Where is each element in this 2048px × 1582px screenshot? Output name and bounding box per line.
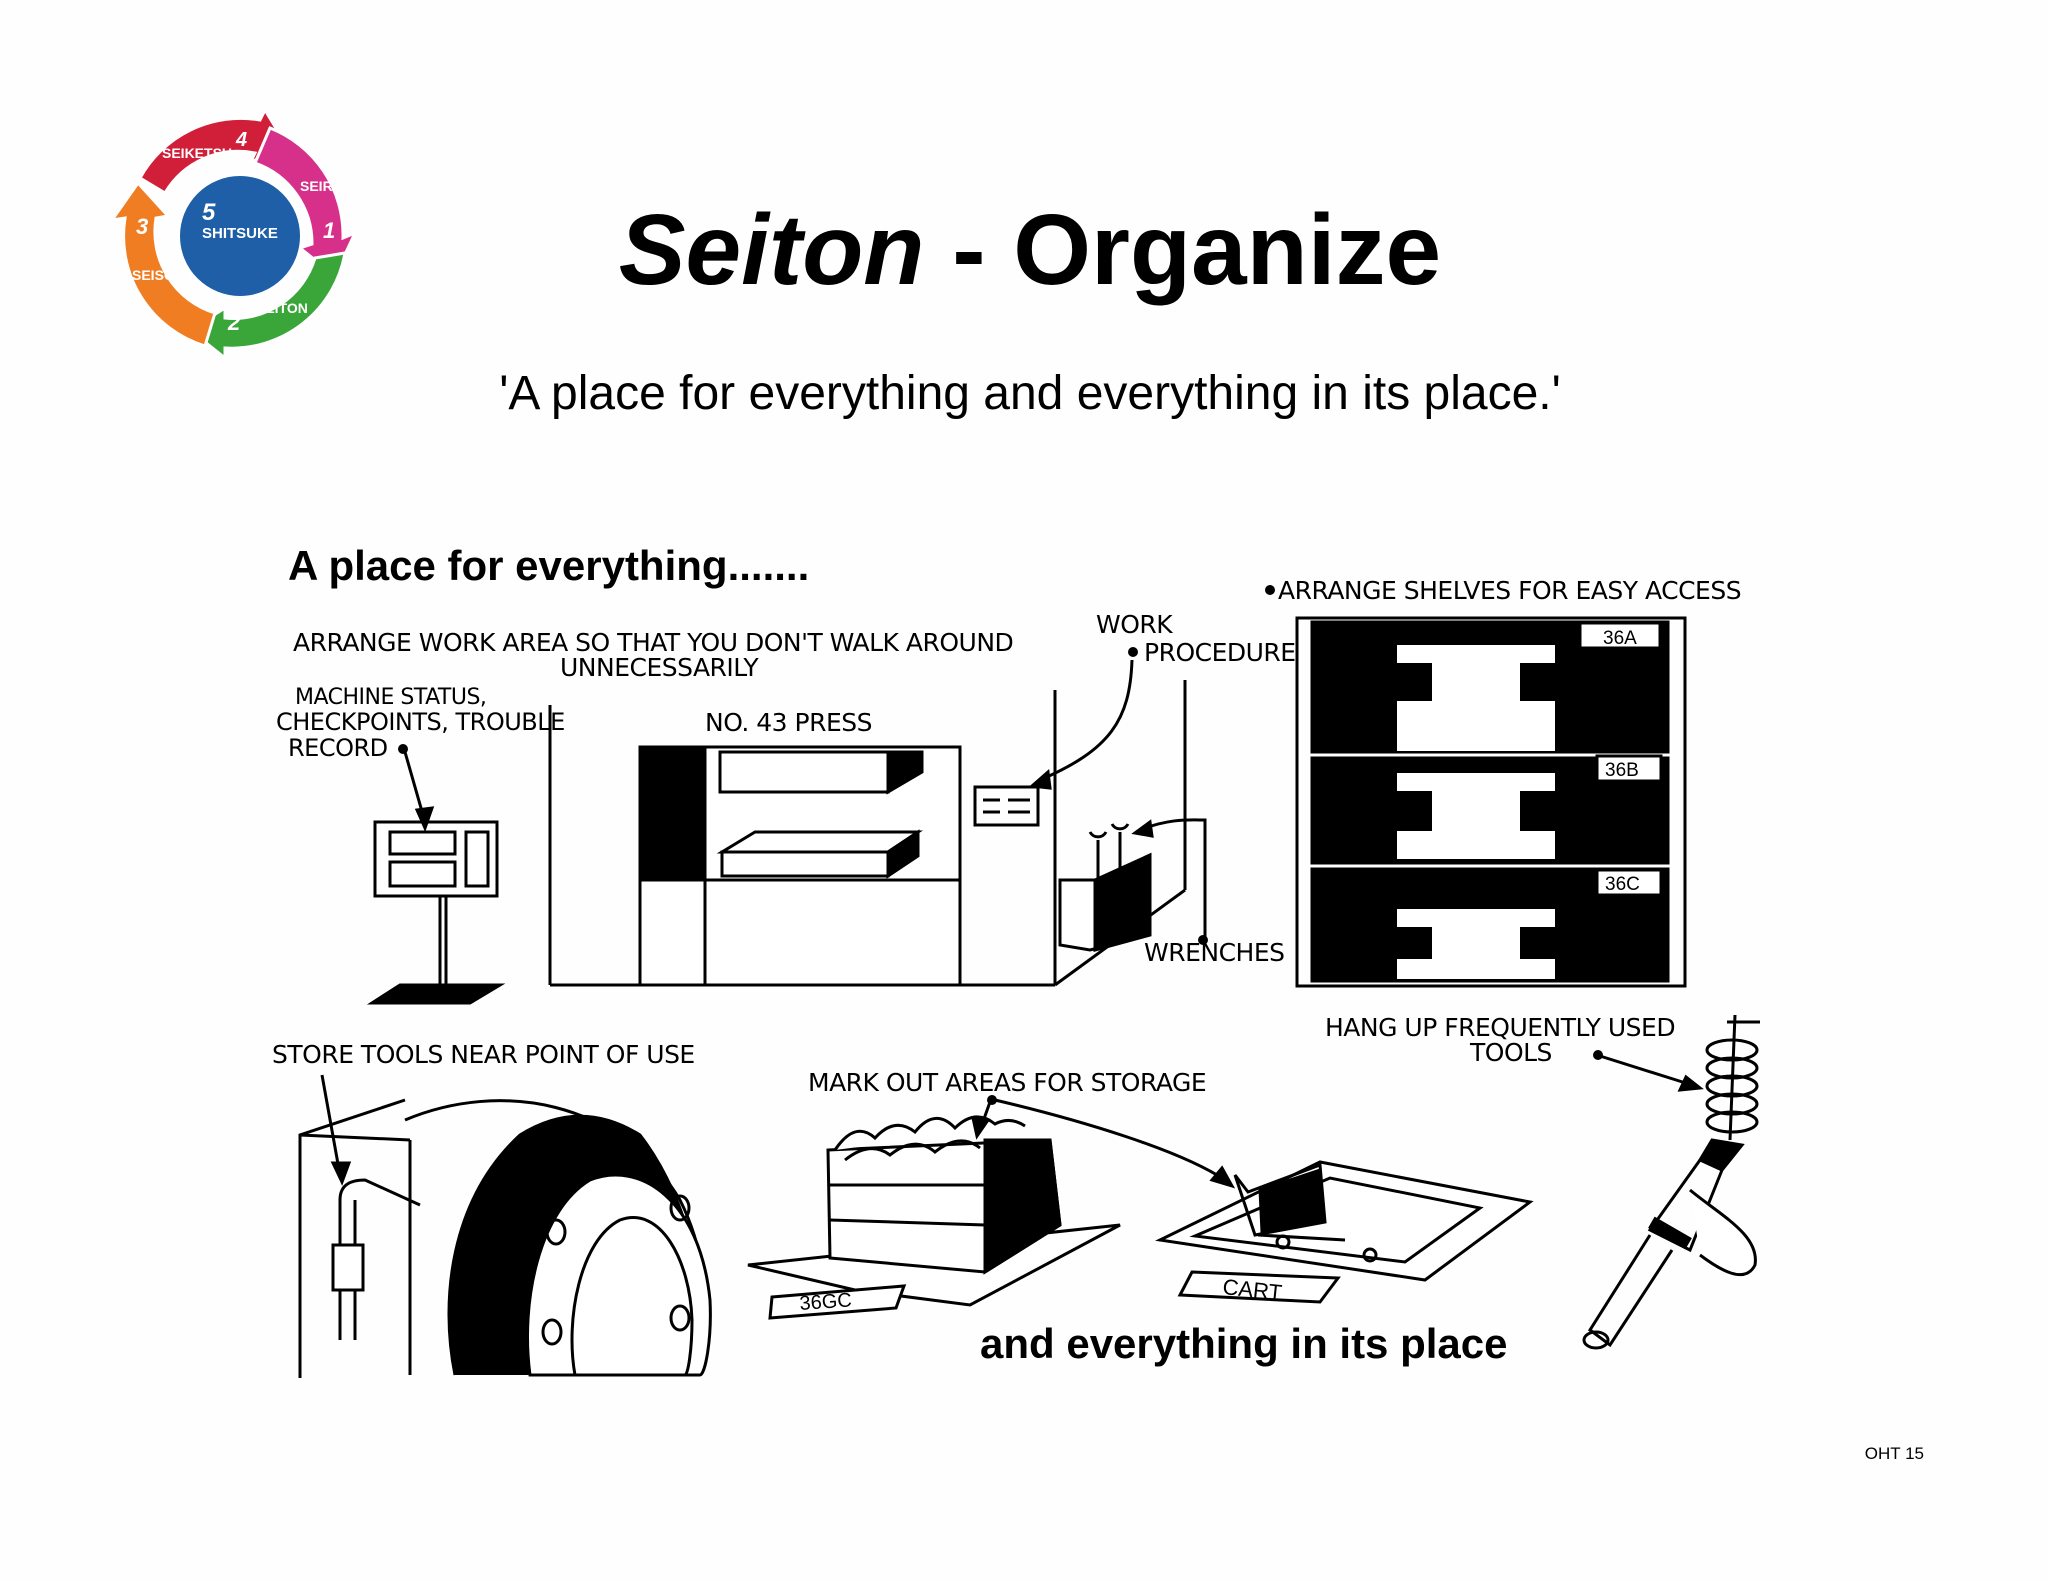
logo-label-seiketsu: SEIKETSU [162,145,232,161]
storage-shelves [1295,616,1687,988]
machine-with-tool-holder [298,1098,712,1378]
wrench-holder [1058,823,1152,952]
label-wrenches: WRENCHES [1144,938,1285,967]
hanging-tool [1582,1014,1760,1350]
logo-number-1: 1 [323,218,335,243]
shelf-label-36c: 36C [1605,874,1640,895]
work-procedure-sheet [973,785,1040,827]
caption-everything-in-its-place: and everything in its place [980,1320,1508,1367]
wrenches-arrowhead [1131,819,1154,838]
slide-title: Seiton - Organize [540,200,1520,300]
logo-segment-seiso [110,180,217,348]
logo-number-4: 4 [235,129,247,151]
slide-subtitle: 'A place for everything and everything i… [499,367,1561,420]
label-arrange-work-area: ARRANGE WORK AREA SO THAT YOU DON'T WALK… [293,628,1014,657]
label-arrange-shelves: ARRANGE SHELVES FOR EASY ACCESS [1278,576,1742,605]
mark-out-arrowhead-1 [971,1116,991,1140]
cart-storage-area [1155,1160,1534,1304]
label-no-43-press: NO. 43 PRESS [705,708,873,737]
mark-out-arrowhead-2 [1209,1165,1236,1189]
logo-segment-seiketsu [137,108,288,196]
logo-number-3: 3 [136,214,148,239]
title-italic-word: Seiton [618,194,925,306]
logo-number-2: 2 [227,310,241,335]
hang-up-pointer [1599,1054,1693,1087]
label-tools: TOOLS [1470,1038,1552,1067]
label-store-tools: STORE TOOLS NEAR POINT OF USE [272,1040,695,1069]
mark-out-pointer-2 [994,1098,1226,1182]
label-procedure: PROCEDURE [1144,638,1296,667]
title-rest: - Organize [924,194,1442,306]
label-bullets [398,585,1603,1105]
five-s-cycle-logo: 5 SHITSUKE SEIKETSU 4 SEIRI 1 SEITON 2 S… [110,108,358,358]
label-mark-out-areas: MARK OUT AREAS FOR STORAGE [808,1068,1207,1097]
machine-status-board [366,820,506,1005]
logo-center-disc [176,172,304,300]
store-tools-arrowhead [330,1161,352,1186]
hang-up-arrowhead [1677,1074,1704,1092]
shelf-label-36b: 36B [1605,760,1639,781]
logo-label-seiton: SEITON [256,300,308,316]
work-procedure-pointer [1039,659,1134,782]
slide-number: OHT 15 [1864,1444,1924,1463]
bin-floor-label: 36GC [799,1289,853,1315]
label-machine-status: MACHINE STATUS, [295,685,487,710]
label-hang-up-tools: HANG UP FREQUENTLY USED [1325,1013,1676,1042]
logo-center-number: 5 [202,199,216,226]
storage-bin [747,1115,1121,1320]
logo-label-seiri: SEIRI [300,178,337,194]
no-43-press [638,745,962,987]
label-checkpoints-trouble: CHECKPOINTS, TROUBLE [276,708,565,736]
logo-center-label: SHITSUKE [202,225,278,242]
shelf-label-36a: 36A [1603,628,1637,649]
logo-label-seiso: SEISO [132,267,175,283]
cart-floor-label: CART [1221,1274,1283,1305]
store-tools-pointer [320,1074,342,1176]
label-record: RECORD [288,734,388,762]
work-procedure-arrowhead [1028,769,1052,790]
logo-segment-seiton [187,251,347,358]
caption-a-place-for-everything: A place for everything....... [288,542,810,589]
label-work: WORK [1096,610,1173,639]
machine-status-arrowhead [414,806,435,833]
label-unnecessarily: UNNECESSARILY [560,653,759,682]
